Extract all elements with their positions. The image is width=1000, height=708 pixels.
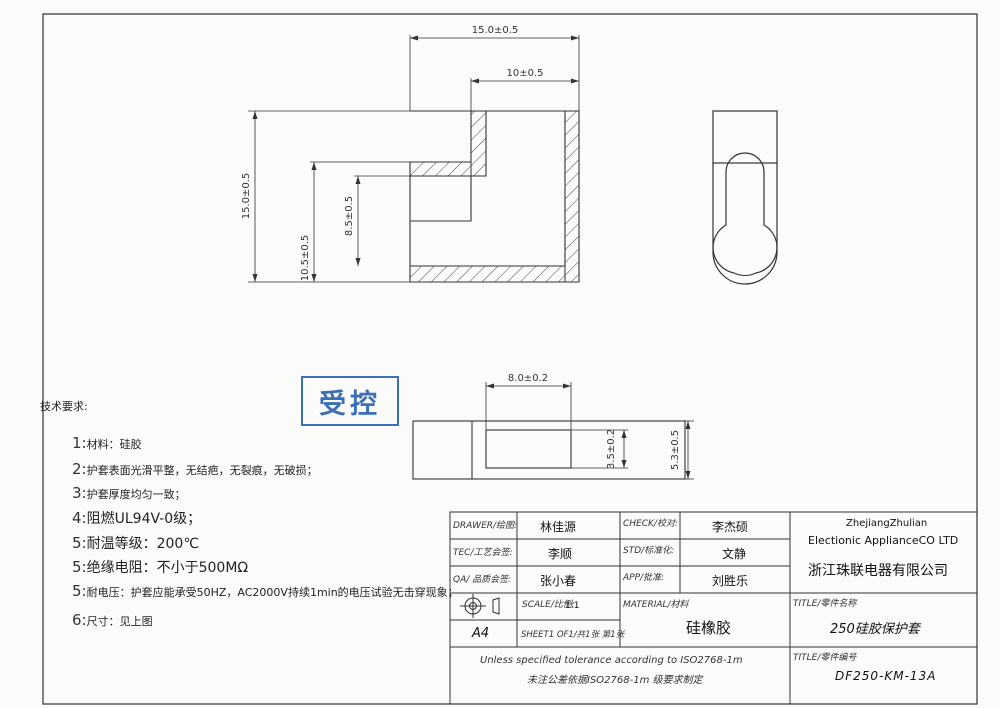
sheet-info: SHEET1 OF1/共1张 第1张 [521, 630, 625, 640]
company-en-line1: ZhejiangZhulian [846, 518, 928, 529]
part-title: 250硅胶保护套 [830, 622, 920, 637]
tec-value: 李顺 [548, 547, 573, 561]
requirement-item: 5:耐电压：护套应能承受50HZ，AC2000V持续1min的电压试验无击穿现象… [72, 582, 459, 600]
requirement-item: 2:护套表面光滑平整，无结疤，无裂痕，无破损； [72, 460, 318, 478]
side-view [712, 110, 778, 285]
company-cn: 浙江珠联电器有限公司 [808, 563, 948, 579]
requirement-item: 3:护套厚度均匀一致； [72, 484, 186, 502]
requirement-item: 6:尺寸：见上图 [72, 611, 153, 629]
controlled-stamp: 受控 [301, 376, 399, 426]
dim-mid-height: 10.5±0.5 [300, 235, 311, 282]
company-en-line2: Electionic ApplianceCO LTD [808, 534, 959, 547]
check-value: 李杰硕 [712, 520, 749, 534]
dim-bottom-inner-height: 3.5±0.2 [606, 429, 617, 469]
tec-label: TEC/工艺会签: [453, 548, 513, 558]
check-label: CHECK/校对: [623, 519, 678, 529]
dim-top-width: 15.0±0.5 [472, 25, 519, 36]
dimension-lines [248, 35, 580, 283]
std-label: STD/标准化: [623, 546, 675, 556]
dim-left-height: 15.0±0.5 [241, 173, 252, 220]
std-value: 文静 [722, 547, 747, 561]
tolerance-cn: 未注公差依据ISO2768-1m 级要求制定 [527, 675, 703, 686]
qa-value: 张小春 [540, 574, 577, 588]
scale-label: SCALE/比例: [522, 600, 575, 610]
section-hatching [409, 110, 580, 283]
material-value: 硅橡胶 [686, 619, 732, 637]
front-section-view [409, 110, 580, 283]
scale-value: 1:1 [565, 601, 580, 611]
requirement-item: 5:耐温等级：200℃ [72, 534, 200, 552]
tolerance-en: Unless specified tolerance according to … [480, 655, 743, 666]
part-number: DF250-KM-13A [835, 669, 937, 683]
requirement-item: 5:绝缘电阻：不小于500MΩ [72, 558, 249, 576]
app-label: APP/批准: [623, 573, 665, 583]
projection-symbol-icon [460, 594, 500, 618]
requirement-item: 1:材料：硅胶 [72, 434, 142, 452]
material-label: MATERIAL/材料 [623, 600, 689, 610]
qa-label: QA/ 品质会签: [453, 575, 512, 585]
app-value: 刘胜乐 [712, 574, 749, 588]
requirements-heading: 技术要求: [40, 400, 88, 413]
requirement-item: 4:阻燃UL94V-0级； [72, 509, 202, 527]
drawer-value: 林佳源 [540, 520, 577, 534]
paper-size: A4 [472, 626, 490, 641]
bottom-view [412, 420, 686, 480]
dim-bottom-width: 8.0±0.2 [508, 373, 548, 384]
title-label: TITLE/零件名称 [793, 599, 857, 609]
dim-inner-height: 8.5±0.5 [344, 196, 355, 236]
title-block-grid [449, 511, 978, 705]
dim-top-inner: 10±0.5 [506, 68, 543, 79]
partno-label: TITLE/零件编号 [793, 653, 857, 663]
dim-bottom-outer-height: 5.3±0.5 [670, 430, 681, 470]
drawer-label: DRAWER/绘图: [453, 521, 518, 531]
